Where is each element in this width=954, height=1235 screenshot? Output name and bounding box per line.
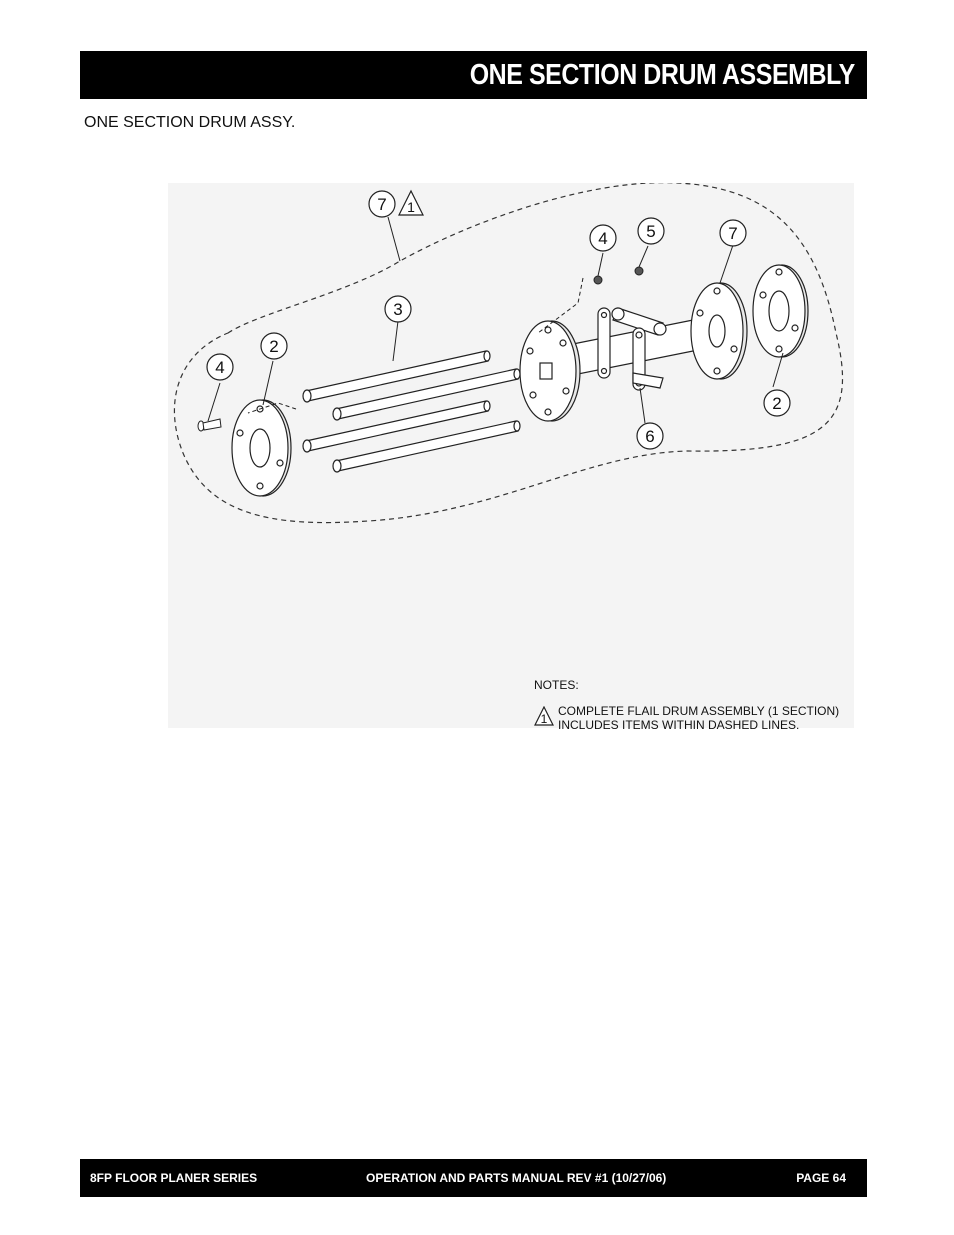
footer-page-number: PAGE 64	[796, 1171, 846, 1185]
note-line-2: INCLUDES ITEMS WITHIN DASHED LINES.	[558, 718, 800, 732]
note-line-1: COMPLETE FLAIL DRUM ASSEMBLY (1 SECTION)	[558, 704, 840, 718]
warning-triangle-icon	[398, 189, 424, 216]
right-end-flange	[752, 264, 809, 358]
callout-2-right: 2	[772, 394, 781, 413]
callout-2-right-circle	[763, 389, 791, 417]
section-label: ONE SECTION DRUM ASSY.	[84, 114, 296, 131]
warning-marker: 1	[407, 199, 415, 215]
callout-7-right: 7	[728, 224, 737, 243]
flail-links	[597, 307, 667, 391]
callout-3: 3	[393, 300, 402, 319]
callout-4-left: 4	[215, 358, 224, 377]
callout-7-top-circle	[368, 190, 396, 218]
note-warning-triangle-icon: 1	[534, 706, 554, 726]
page-footer: 8FP FLOOR PLANER SERIES OPERATION AND PA…	[80, 1159, 867, 1197]
title-bar: ONE SECTION DRUM ASSEMBLY	[80, 51, 867, 99]
callout-6: 6	[645, 427, 654, 446]
footer-manual-title: OPERATION AND PARTS MANUAL REV #1 (10/27…	[366, 1171, 667, 1185]
callout-2-left-circle	[260, 332, 288, 360]
leader-lines	[207, 216, 784, 424]
notes-heading: NOTES:	[534, 678, 579, 692]
left-end-flange	[231, 399, 292, 497]
center-hub-flange	[519, 320, 581, 422]
callout-7-right-circle	[719, 219, 747, 247]
drum-assembly-diagram: 7 1 4 5 7 3 2 4 2 6	[168, 183, 854, 728]
callout-5-circle	[637, 217, 665, 245]
footer-series: 8FP FLOOR PLANER SERIES	[90, 1171, 258, 1185]
hardware-small	[593, 266, 644, 285]
callout-7-top: 7	[377, 195, 386, 214]
note-marker: 1	[541, 712, 548, 726]
left-bolt	[197, 418, 222, 432]
callout-4-right: 4	[598, 229, 607, 248]
callout-4-right-circle	[589, 224, 617, 252]
drum-rods	[302, 350, 521, 473]
right-hub-flange	[690, 282, 748, 380]
callout-5: 5	[646, 222, 655, 241]
callout-4-left-circle	[206, 353, 234, 381]
assembly-boundary	[173, 183, 844, 524]
callout-3-circle	[384, 295, 412, 323]
page-title: ONE SECTION DRUM ASSEMBLY	[469, 58, 856, 91]
callout-6-circle	[636, 422, 664, 450]
callout-2-left: 2	[269, 337, 278, 356]
